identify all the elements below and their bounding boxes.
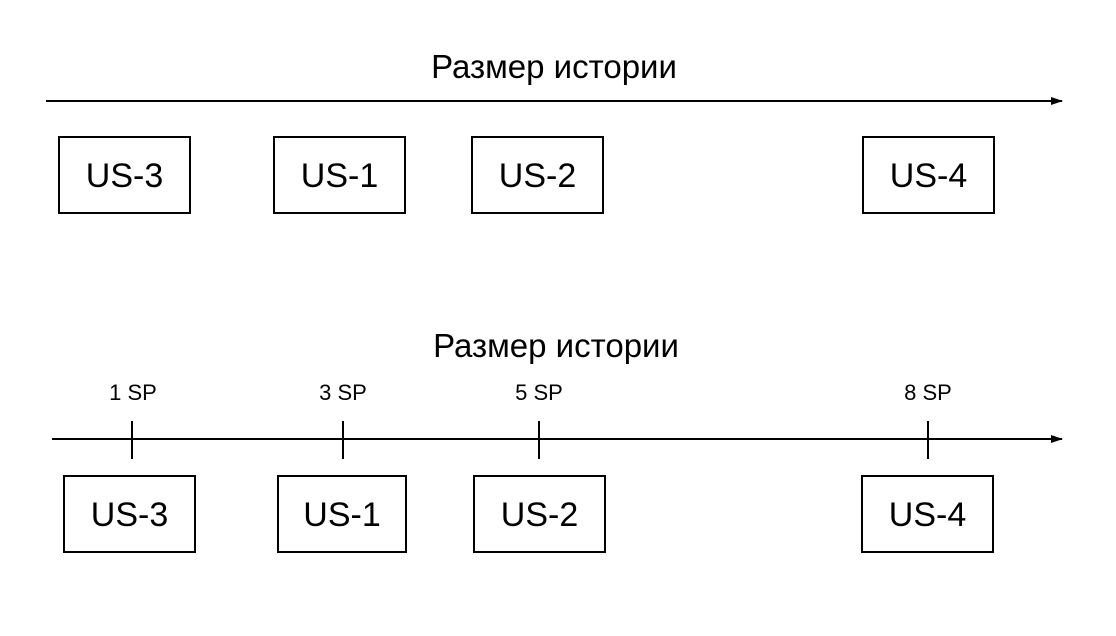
- story-box: [58, 136, 191, 214]
- story-label: US-1: [301, 157, 378, 195]
- top-diagram: Размер истории US-3 US-1 US-2 US-4: [46, 48, 1063, 214]
- story-label: US-4: [890, 157, 967, 195]
- bottom-axis-title: Размер истории: [433, 327, 679, 364]
- tick-label: 3 SP: [319, 380, 367, 405]
- story-box: [63, 475, 196, 553]
- top-story-us-3: US-3: [58, 136, 191, 214]
- bottom-diagram: Размер истории 1 SP 3 SP 5 SP 8 SP US-3 …: [52, 327, 1063, 553]
- story-label: US-2: [501, 496, 578, 534]
- bottom-story-us-4: US-4: [861, 475, 994, 553]
- tick-label: 5 SP: [515, 380, 563, 405]
- bottom-story-us-1: US-1: [277, 475, 407, 553]
- top-story-us-1: US-1: [273, 136, 406, 214]
- tick-label: 1 SP: [109, 380, 157, 405]
- top-story-us-2: US-2: [471, 136, 604, 214]
- top-story-us-4: US-4: [862, 136, 995, 214]
- tick-8-sp: 8 SP: [904, 380, 952, 459]
- tick-3-sp: 3 SP: [319, 380, 367, 459]
- top-axis-title: Размер истории: [431, 48, 677, 85]
- story-box: [273, 136, 406, 214]
- story-box: [861, 475, 994, 553]
- story-label: US-1: [303, 496, 380, 534]
- story-label: US-4: [889, 496, 966, 534]
- story-box: [277, 475, 407, 553]
- story-box: [862, 136, 995, 214]
- bottom-story-us-2: US-2: [473, 475, 606, 553]
- bottom-story-us-3: US-3: [63, 475, 196, 553]
- tick-5-sp: 5 SP: [515, 380, 563, 459]
- tick-label: 8 SP: [904, 380, 952, 405]
- story-label: US-2: [499, 157, 576, 195]
- story-label: US-3: [86, 157, 163, 195]
- tick-1-sp: 1 SP: [109, 380, 157, 459]
- story-box: [471, 136, 604, 214]
- story-label: US-3: [91, 496, 168, 534]
- story-box: [473, 475, 606, 553]
